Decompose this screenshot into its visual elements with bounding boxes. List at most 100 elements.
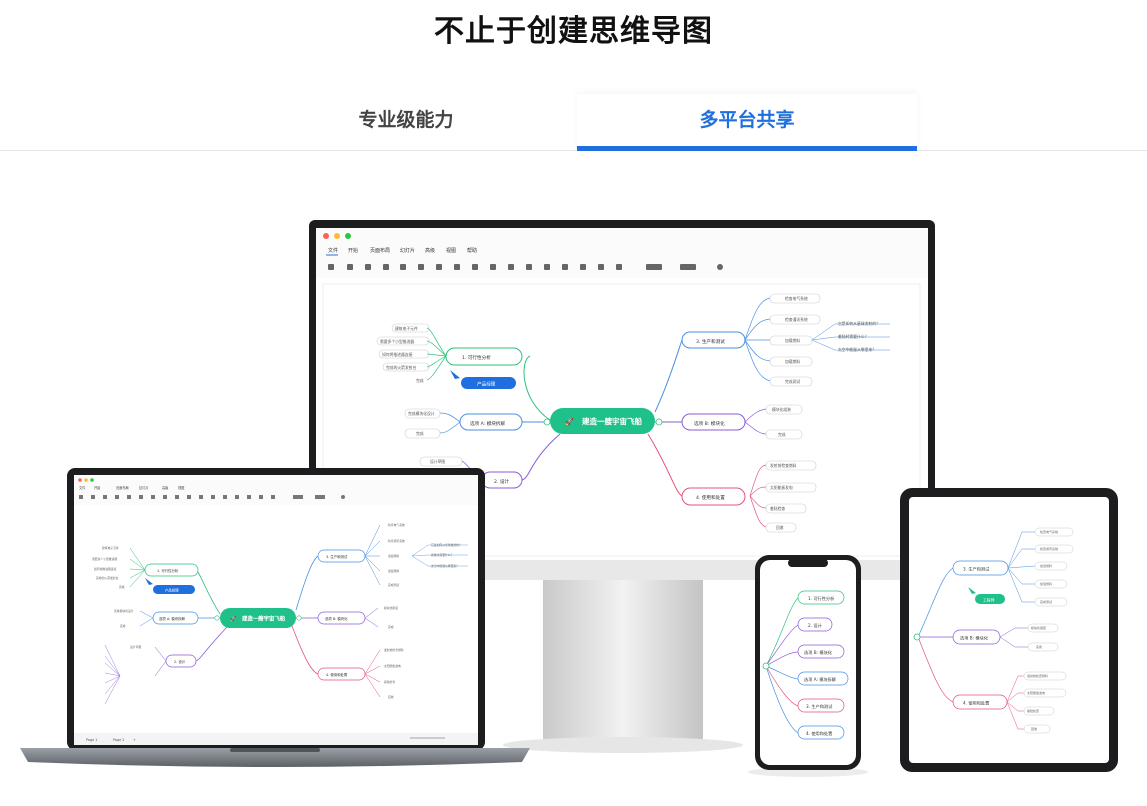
menu-start[interactable]: 开始 <box>94 485 101 490</box>
mindmap-leaf[interactable]: 模块化组装 <box>1031 625 1046 630</box>
mindmap-branch[interactable] <box>144 563 199 577</box>
toolbar-icon[interactable] <box>598 264 604 270</box>
mindmap-leaf[interactable]: 检查通讯系统 <box>785 317 808 322</box>
mindmap-leaf[interactable]: 完成 <box>416 431 424 436</box>
mindmap-leaf[interactable]: 建筑电子元件 <box>102 546 119 550</box>
toolbar-icon[interactable] <box>175 495 179 499</box>
phone-node[interactable] <box>797 671 849 686</box>
mindmap-leaf[interactable]: 太阳能板发电 <box>770 485 793 490</box>
toolbar-icon[interactable] <box>562 264 568 270</box>
mindmap-branch[interactable] <box>317 611 366 625</box>
mindmap-leaf[interactable]: 检查电气系统 <box>388 523 405 527</box>
tab-multiplatform[interactable]: 多平台共享 <box>577 94 917 151</box>
toolbar-icon[interactable] <box>365 264 371 270</box>
mindmap-leaf[interactable]: 着陆检查 <box>770 506 785 511</box>
toolbar-icon[interactable] <box>526 264 532 270</box>
mindmap-branch[interactable] <box>317 667 366 681</box>
collapse-toggle[interactable] <box>214 615 220 621</box>
mindmap-leaf[interactable]: 设计草图 <box>130 645 141 649</box>
mindmap-branch[interactable] <box>165 654 197 668</box>
zoom-slider[interactable] <box>410 737 445 739</box>
page-tab-1[interactable]: Page 1 <box>86 738 97 742</box>
collapse-toggle[interactable] <box>913 633 921 641</box>
toolbar-icon[interactable] <box>315 495 325 499</box>
mindmap-branch[interactable] <box>317 549 366 563</box>
window-maximize-button[interactable] <box>90 478 94 482</box>
toolbar-icon[interactable] <box>418 264 424 270</box>
mindmap-branch[interactable] <box>459 413 523 431</box>
toolbar-icon[interactable] <box>293 495 303 499</box>
mindmap-branch[interactable] <box>681 487 746 506</box>
mindmap-leaf[interactable]: 着陆检查 <box>1027 708 1039 713</box>
mindmap-leaf[interactable]: 模块化组装 <box>384 606 398 610</box>
mindmap-leaf[interactable]: 检查通讯系统 <box>388 539 405 543</box>
menu-file[interactable]: 文件 <box>79 485 86 490</box>
toolbar-icon[interactable] <box>115 495 119 499</box>
mindmap-branch[interactable] <box>681 413 746 431</box>
mindmap-leaf[interactable]: 完成 <box>119 585 125 589</box>
toolbar-icon[interactable] <box>490 264 496 270</box>
mindmap-leaf[interactable]: 完成 <box>120 624 126 628</box>
toolbar-icon[interactable] <box>127 495 131 499</box>
tablet-node[interactable] <box>952 560 1009 576</box>
mindmap-note[interactable]: 它是如何从星球发射的？ <box>431 543 462 547</box>
mindmap-leaf[interactable]: 太阳能板发电 <box>1027 690 1045 695</box>
toolbar-icon[interactable] <box>454 264 460 270</box>
mindmap-leaf[interactable]: 设计草图 <box>430 459 445 464</box>
mindmap-leaf[interactable]: 发射前检查燃料 <box>770 463 797 468</box>
phone-node[interactable] <box>797 644 845 659</box>
collapse-toggle[interactable] <box>296 615 302 621</box>
toolbar-icon[interactable] <box>151 495 155 499</box>
mindmap-leaf[interactable]: 完成 <box>1036 644 1042 649</box>
mindmap-leaf[interactable]: 完成模块化设计 <box>408 411 435 416</box>
page-tab-2[interactable]: Page 2 <box>113 738 124 742</box>
mindmap-leaf[interactable]: 回收 <box>388 695 394 699</box>
toolbar-icon[interactable] <box>347 264 353 270</box>
mindmap-note[interactable]: 太空中能量从哪里来？ <box>431 564 459 568</box>
mindmap-leaf[interactable]: 发射前检查燃料 <box>1027 673 1048 678</box>
mindmap-leaf[interactable]: 完成 <box>388 625 394 629</box>
mindmap-leaf[interactable]: 如何将推进器连接 <box>94 567 117 571</box>
mindmap-leaf[interactable]: 完成测试 <box>785 379 800 384</box>
phone-node[interactable] <box>797 617 833 632</box>
toolbar-icon[interactable] <box>680 264 696 270</box>
toolbar-icon[interactable] <box>400 264 406 270</box>
mindmap-branch[interactable] <box>445 347 523 366</box>
menu-slides[interactable]: 幻灯片 <box>139 485 149 490</box>
toolbar-icon[interactable] <box>187 495 191 499</box>
mindmap-leaf[interactable]: 需要多个小型推进器 <box>380 339 414 344</box>
menu-layout[interactable]: 页面布局 <box>370 247 390 254</box>
mindmap-leaf[interactable]: 完成 <box>778 432 786 437</box>
toolbar-icon[interactable] <box>472 264 478 270</box>
mindmap-leaf[interactable]: 模块化组装 <box>772 407 791 412</box>
mindmap-leaf[interactable]: 需要多个小型推进器 <box>92 557 117 561</box>
mindmap-leaf[interactable]: 太阳能板发电 <box>384 664 401 668</box>
window-minimize-button[interactable] <box>334 233 340 239</box>
phone-node[interactable] <box>797 698 845 713</box>
toolbar-icon[interactable] <box>163 495 167 499</box>
mindmap-leaf[interactable]: 加载燃料 <box>388 569 399 573</box>
toolbar-icon[interactable] <box>103 495 107 499</box>
menu-slides[interactable]: 幻灯片 <box>400 247 415 254</box>
mindmap-leaf[interactable]: 完成 <box>416 378 424 383</box>
mindmap-leaf[interactable]: 加载燃料 <box>1040 563 1052 568</box>
mindmap-note[interactable]: 着陆时需要什么？ <box>838 334 868 339</box>
refresh-icon[interactable] <box>717 264 723 270</box>
toolbar-icon[interactable] <box>247 495 251 499</box>
toolbar-icon[interactable] <box>580 264 586 270</box>
mindmap-leaf[interactable]: 检查通讯系统 <box>1040 546 1058 551</box>
mindmap-leaf[interactable]: 完成模块化设计 <box>114 609 134 613</box>
mindmap-leaf[interactable]: 检查电气系统 <box>1040 529 1058 534</box>
toolbar-icon[interactable] <box>199 495 203 499</box>
window-close-button[interactable] <box>323 233 329 239</box>
menu-view[interactable]: 视图 <box>178 485 184 490</box>
collapse-toggle[interactable] <box>762 662 770 670</box>
mindmap-leaf[interactable]: 加载燃料 <box>1040 581 1052 586</box>
phone-node[interactable] <box>797 725 845 740</box>
toolbar-icon[interactable] <box>508 264 514 270</box>
menu-view[interactable]: 视图 <box>446 247 456 254</box>
mindmap-leaf[interactable]: 完成测试 <box>388 583 399 587</box>
mindmap-leaf[interactable]: 完成测试 <box>1040 599 1052 604</box>
mindmap-note[interactable]: 太空中能量从哪里来？ <box>838 347 876 352</box>
menu-advanced[interactable]: 高级 <box>425 247 435 254</box>
